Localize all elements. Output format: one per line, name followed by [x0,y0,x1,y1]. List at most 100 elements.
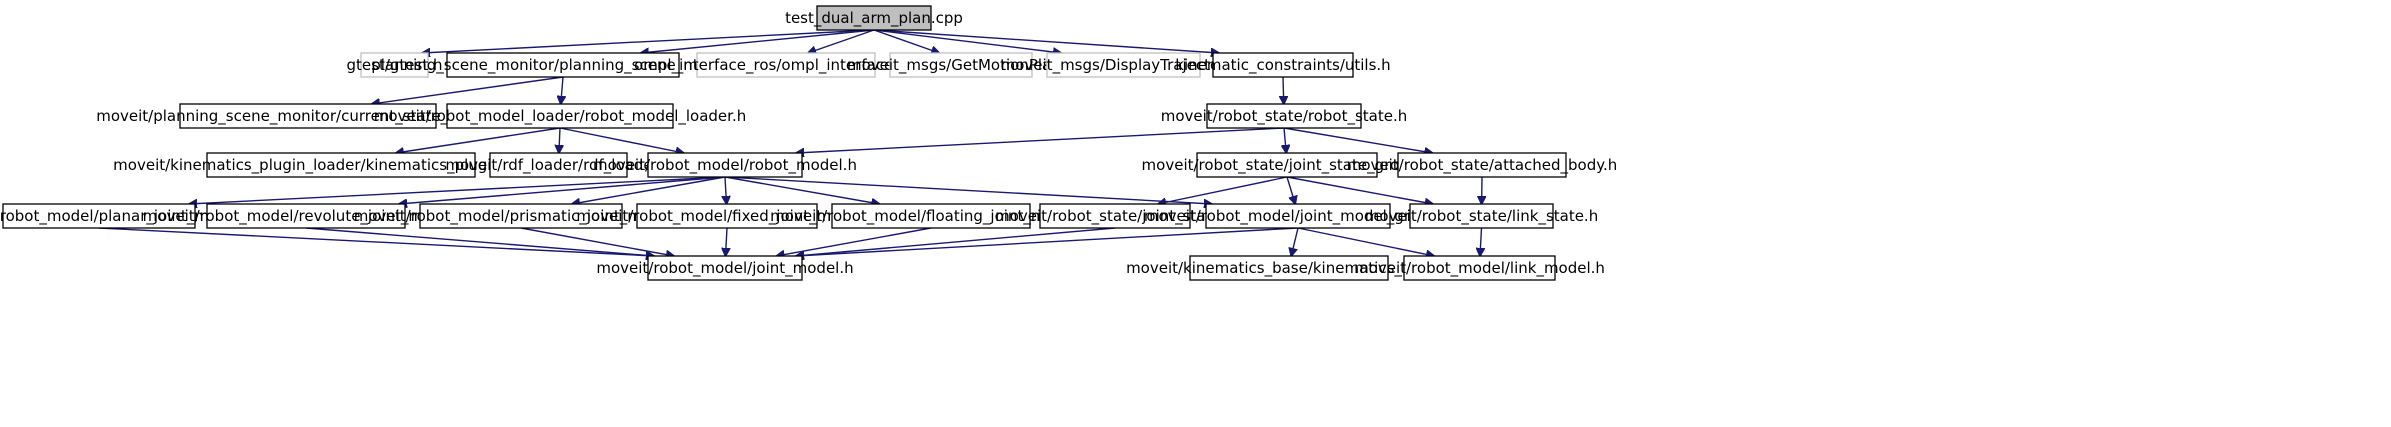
node-fljm[interactable]: moveit/robot_model/floating_joint_model.… [770,203,1092,229]
node-box [1189,255,1389,281]
node-box [360,52,429,78]
node-label: moveit/robot_model/fixed_joint_model.h [576,207,877,226]
edge-root-to-dtraj [873,29,1061,53]
node-box [419,203,623,229]
node-box [206,203,406,229]
node-label: moveit/robot_model/revolute_joint_model.… [143,207,470,226]
edge-root-to-gtest [422,29,875,53]
node-box [1403,255,1556,281]
node-jsg[interactable]: moveit/robot_state/joint_state_group.h [1142,152,1433,178]
node-box [1409,203,1554,229]
node-kb[interactable]: moveit/kinematics_base/kinematics_base.h [1126,255,1452,281]
node-label: moveit/robot_model_loader/robot_model_lo… [374,107,746,126]
node-root[interactable]: test_dual_arm_plan.cpp [785,5,963,31]
node-prjm[interactable]: moveit/robot_model/prismatic_joint_model… [354,203,689,229]
node-pjm[interactable]: moveit/robot_model/planar_joint_model.h [0,203,255,229]
edge-jmg-to-jm [796,227,1299,256]
node-label: moveit/robot_state/robot_state.h [1161,107,1408,126]
node-box [2,203,196,229]
node-rjm[interactable]: moveit/robot_model/revolute_joint_model.… [143,203,470,229]
node-rml[interactable]: moveit/robot_model_loader/robot_model_lo… [374,103,746,129]
edge-psm-to-csm [372,76,564,104]
node-ab[interactable]: moveit/robot_state/attached_body.h [1347,152,1618,178]
node-rm[interactable]: moveit/robot_model/robot_model.h [593,152,857,178]
node-box [647,152,803,178]
edge-rm-to-jmg [724,176,1212,204]
node-box [1046,52,1201,78]
node-label: moveit_msgs/DisplayTrajectory.h [1001,56,1247,75]
node-box [1205,203,1391,229]
node-kpl[interactable]: moveit/kinematics_plugin_loader/kinemati… [113,152,569,178]
edge-pjm-to-jm [98,227,654,256]
node-label: moveit/robot_state/attached_body.h [1347,156,1618,175]
edge-rml-to-rdf [559,127,560,153]
node-box [889,52,1033,78]
edge-fjm-to-jm [726,227,728,256]
edge-rs-to-ab [1283,127,1433,153]
edge-rjm-to-jm [305,227,654,256]
node-gmp: moveit_msgs/GetMotionPlan.h [847,52,1075,78]
node-ompl: ompl_interface_ros/ompl_interface_ros.h [634,52,938,78]
node-csm[interactable]: moveit/planning_scene_monitor/current_st… [96,103,520,129]
edges-layer [98,29,1482,256]
node-box [816,5,932,31]
edge-jsg-to-js [1158,176,1288,204]
node-box [446,52,680,78]
edge-prjm-to-jm [520,227,674,256]
node-rdf[interactable]: moveit/rdf_loader/rdf_loader.h [445,152,672,178]
node-kcu[interactable]: kinematic_constraints/utils.h [1175,52,1391,78]
node-jmg[interactable]: moveit/robot_model/joint_model_group.h [1144,203,1452,229]
edge-rm-to-fjm [725,176,727,204]
node-label: moveit/rdf_loader/rdf_loader.h [445,156,671,175]
node-box [647,255,803,281]
node-box [1039,203,1191,229]
node-label: moveit/robot_model/joint_model_group.h [1144,207,1452,226]
node-box [1212,52,1354,78]
edge-jmg-to-lm [1297,227,1434,256]
node-box [696,52,876,78]
node-rs[interactable]: moveit/robot_state/robot_state.h [1161,103,1408,129]
edge-psm-to-rml [561,76,563,104]
node-label: moveit/robot_model/joint_model.h [596,259,853,278]
node-box [206,152,476,178]
node-label: moveit/robot_state/joint_state_group.h [1142,156,1433,175]
node-lm[interactable]: moveit/robot_model/link_model.h [1354,255,1605,281]
node-box [489,152,628,178]
edge-rs-to-jsg [1284,127,1286,153]
edge-jsg-to-ls [1286,176,1433,204]
node-label: kinematic_constraints/utils.h [1175,56,1390,75]
edge-root-to-ompl [808,29,875,53]
node-box [179,103,437,129]
edge-rml-to-kpl [396,127,561,153]
node-ls[interactable]: moveit/robot_state/link_state.h [1365,203,1598,229]
edge-rm-to-rjm [399,176,726,204]
node-label: moveit/kinematics_plugin_loader/kinemati… [113,156,569,175]
node-label: moveit/robot_model/robot_model.h [593,156,857,175]
node-label: moveit/robot_model/link_model.h [1354,259,1605,278]
node-label: moveit/kinematics_base/kinematics_base.h [1126,259,1452,278]
node-label: planning_scene_monitor/planning_scene_mo… [371,56,755,75]
node-box [831,203,1031,229]
edge-jmg-to-kb [1291,227,1299,256]
node-js[interactable]: moveit/robot_state/joint_state.h [995,203,1235,229]
node-label: moveit/robot_state/joint_state.h [995,207,1235,226]
edge-root-to-kcu [873,29,1219,53]
edge-rm-to-pjm [189,176,726,204]
node-label: test_dual_arm_plan.cpp [785,9,963,28]
edge-jsg-to-jmg [1286,176,1295,204]
node-box [636,203,818,229]
node-psm[interactable]: planning_scene_monitor/planning_scene_mo… [371,52,755,78]
node-box [446,103,674,129]
edge-fljm-to-jm [777,227,932,256]
node-label: moveit/robot_model/planar_joint_model.h [0,207,255,226]
node-box [1206,103,1362,129]
edge-rm-to-prjm [572,176,726,204]
edge-rml-to-rm [559,127,684,153]
node-fjm[interactable]: moveit/robot_model/fixed_joint_model.h [576,203,878,229]
node-label: moveit/robot_model/floating_joint_model.… [770,207,1092,226]
edge-rs-to-rm [796,127,1285,153]
node-jm[interactable]: moveit/robot_model/joint_model.h [596,255,854,281]
node-label: ompl_interface_ros/ompl_interface_ros.h [634,56,938,75]
node-label: moveit_msgs/GetMotionPlan.h [847,56,1075,75]
